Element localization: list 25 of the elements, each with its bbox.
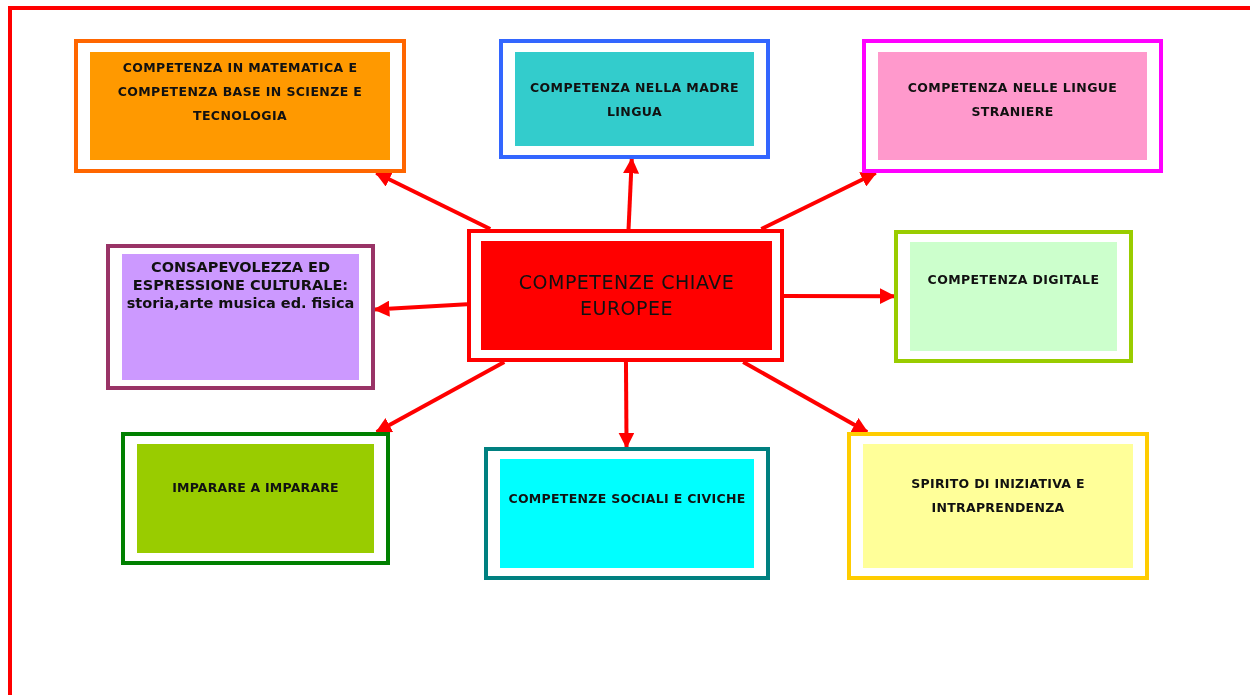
box-label: CONSAPEVOLEZZA ED ESPRESSIONE CULTURALE: storia,arte musica ed. fisica: [125, 258, 356, 313]
box-label: COMPETENZA NELLA MADRE LINGUA: [529, 79, 740, 121]
concept-box: [484, 447, 770, 580]
box-label: COMPETENZE SOCIALI E CIVICHE: [508, 490, 746, 508]
arrow: [623, 157, 640, 230]
box-label: COMPETENZE CHIAVE EUROPEE: [517, 269, 736, 321]
concept-box: [74, 39, 406, 173]
concept-box: [847, 432, 1149, 580]
arrow: [375, 360, 506, 434]
box-label: COMPETENZA NELLE LINGUE STRANIERE: [906, 79, 1119, 121]
box-label: COMPETENZA DIGITALE: [927, 271, 1100, 289]
box-label: SPIRITO DI INIZIATIVA E INTRAPRENDENZA: [910, 475, 1086, 517]
arrow: [784, 288, 896, 305]
arrow: [760, 171, 878, 231]
box-label: IMPARARE A IMPARARE: [172, 479, 339, 497]
concept-box: [499, 39, 770, 159]
arrow: [374, 171, 492, 231]
box-label: COMPETENZA IN MATEMATICA E COMPETENZA BASE IN SCIENZE E TECNOLOGIA: [116, 59, 364, 125]
concept-box: [894, 230, 1133, 363]
concept-box: [121, 432, 390, 565]
arrow: [618, 362, 635, 449]
arrow: [742, 360, 869, 434]
concept-box: [106, 244, 375, 390]
concept-box: [862, 39, 1163, 173]
concept-box: [467, 229, 784, 362]
